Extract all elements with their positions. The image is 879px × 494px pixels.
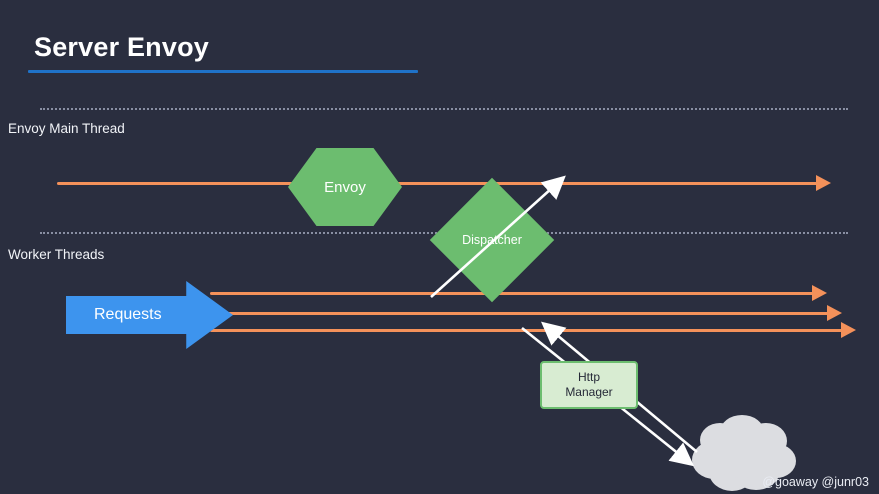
lane-label-worker-threads: Worker Threads (8, 247, 105, 262)
title-underline (28, 70, 418, 73)
divider-main-thread (40, 108, 848, 110)
node-requests[interactable]: Requests (66, 281, 233, 349)
node-http-manager-label-line1: Http (577, 370, 600, 384)
node-dispatcher-label: Dispatcher (462, 233, 522, 247)
cloud-icon (692, 415, 796, 491)
node-cloud[interactable] (684, 414, 800, 492)
node-envoy-label: Envoy (324, 178, 366, 196)
footer-handles: @goaway @junr03 (762, 475, 869, 489)
worker-thread-arrowhead-icon-1 (812, 285, 827, 301)
node-http-manager[interactable]: Http Manager (540, 361, 638, 409)
node-dispatcher-label-wrap: Dispatcher (448, 196, 536, 284)
worker-thread-line-2 (210, 312, 832, 315)
main-thread-line (57, 182, 819, 185)
node-requests-label: Requests (94, 306, 162, 323)
worker-thread-arrowhead-icon-2 (827, 305, 842, 321)
lane-label-main-thread: Envoy Main Thread (8, 121, 125, 136)
worker-thread-line-1 (210, 292, 818, 295)
page-title: Server Envoy (34, 32, 209, 62)
worker-thread-arrowhead-icon-3 (841, 322, 856, 338)
node-envoy[interactable]: Envoy (288, 148, 402, 226)
main-thread-arrowhead-icon (816, 175, 831, 191)
node-http-manager-label-line2: Manager (565, 385, 613, 399)
worker-thread-line-3 (210, 329, 846, 332)
